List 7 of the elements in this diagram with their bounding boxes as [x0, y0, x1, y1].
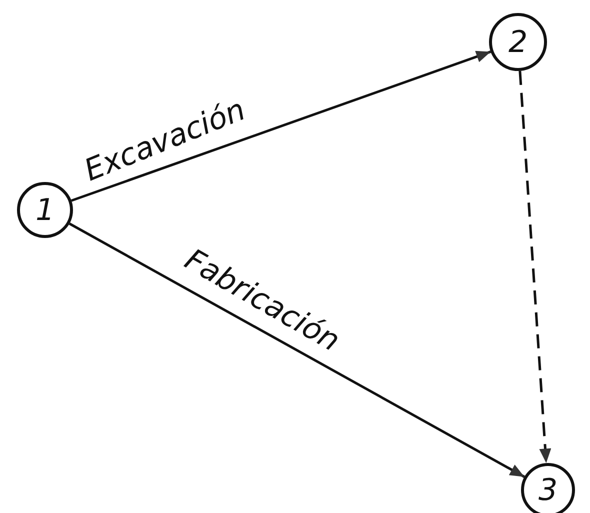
node-number: 3	[538, 472, 558, 508]
event-circle	[521, 463, 575, 513]
arrow	[68, 222, 526, 478]
node-number: 2	[508, 24, 528, 60]
arrow	[70, 50, 492, 202]
node-number: 1	[35, 192, 55, 228]
dashed-arrow	[518, 70, 552, 464]
